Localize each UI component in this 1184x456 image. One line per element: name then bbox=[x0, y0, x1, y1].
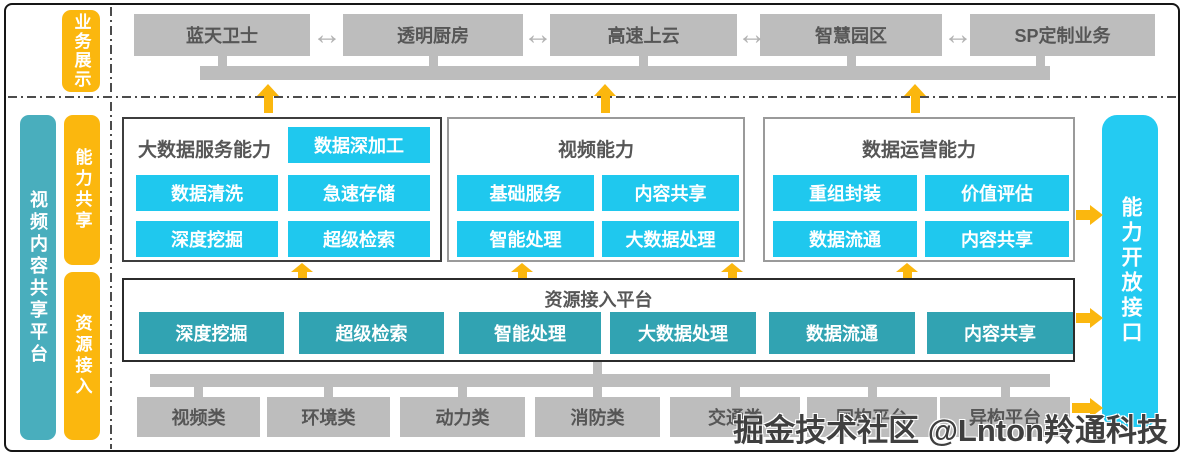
up-arrow bbox=[257, 84, 279, 113]
business-node: 智慧园区 bbox=[760, 14, 942, 56]
capability-cell: 急速存储 bbox=[288, 175, 430, 211]
up-arrow bbox=[896, 263, 918, 278]
resource-node: 交通类 bbox=[670, 397, 800, 437]
connector-stub bbox=[593, 387, 602, 397]
group-title: 数据运营能力 bbox=[861, 140, 976, 161]
rail-capability-open-interface: 能力开放接口 bbox=[1102, 115, 1158, 427]
group-title: 视频能力 bbox=[557, 140, 634, 161]
resource-node: 视频类 bbox=[137, 397, 260, 437]
up-arrow bbox=[291, 263, 313, 278]
connector-stub bbox=[194, 387, 203, 397]
connector-stub bbox=[1036, 56, 1045, 68]
resource-bus-bar bbox=[150, 374, 1050, 387]
capability-cell: 智能处理 bbox=[457, 221, 594, 257]
double-arrow-icon: ↔ bbox=[523, 18, 553, 51]
right-arrow bbox=[1076, 205, 1103, 225]
capability-cell: 数据清洗 bbox=[136, 175, 278, 211]
connector-stub bbox=[593, 362, 602, 374]
rail-resource-access: 资源接入 bbox=[64, 272, 100, 440]
resource-node: 动力类 bbox=[400, 397, 525, 437]
resource-node: 消防类 bbox=[535, 397, 660, 437]
rail-video-content-platform: 视频内容共享平台 bbox=[20, 115, 56, 440]
capability-cell: 数据流通 bbox=[773, 221, 917, 257]
resource-access-platform: 资源接入平台 深度挖掘 超级检索 智能处理 大数据处理 数据流通 内容共享 bbox=[122, 278, 1075, 362]
capability-cell: 大数据处理 bbox=[602, 221, 739, 257]
right-arrow bbox=[1076, 308, 1103, 328]
resource-node: 环境类 bbox=[267, 397, 390, 437]
capability-cell: 超级检索 bbox=[288, 221, 430, 257]
resource-node: 异构平台 bbox=[940, 397, 1070, 437]
platform-cell: 内容共享 bbox=[927, 312, 1073, 354]
outer-frame bbox=[4, 3, 1180, 452]
rail-capability-sharing: 能力共享 bbox=[64, 115, 100, 265]
capability-cell: 基础服务 bbox=[457, 175, 594, 211]
group-title: 大数据服务能力 bbox=[138, 140, 272, 161]
connector-stub bbox=[731, 387, 740, 397]
double-arrow-icon: ↔ bbox=[943, 18, 973, 51]
up-arrow bbox=[721, 263, 743, 278]
business-bus-bar bbox=[200, 66, 1050, 80]
resource-node: 同构平台 bbox=[807, 397, 937, 437]
dashed-divider-horizontal bbox=[8, 96, 1176, 98]
business-node: 透明厨房 bbox=[343, 14, 523, 56]
up-arrow bbox=[904, 84, 926, 113]
capability-cell: 重组封装 bbox=[773, 175, 917, 211]
connector-stub bbox=[458, 387, 467, 397]
capability-cell: 价值评估 bbox=[925, 175, 1069, 211]
connector-stub bbox=[1001, 387, 1010, 397]
business-node: SP定制业务 bbox=[970, 14, 1155, 56]
up-arrow bbox=[594, 84, 616, 113]
platform-cell: 智能处理 bbox=[459, 312, 601, 354]
business-node: 蓝天卫士 bbox=[134, 14, 310, 56]
group-video-capability: 视频能力 基础服务 内容共享 智能处理 大数据处理 bbox=[447, 117, 745, 262]
watermark-text: 掘金技术社区 @Lnton羚通科技 bbox=[733, 413, 1168, 448]
connector-stub bbox=[218, 56, 227, 68]
dashed-divider-vertical bbox=[110, 7, 112, 449]
capability-cell: 深度挖掘 bbox=[136, 221, 278, 257]
platform-cell: 数据流通 bbox=[769, 312, 915, 354]
capability-cell: 数据深加工 bbox=[288, 127, 430, 163]
double-arrow-icon: ↔ bbox=[737, 18, 767, 51]
platform-cell: 深度挖掘 bbox=[139, 312, 284, 354]
connector-stub bbox=[639, 56, 648, 68]
platform-cell: 大数据处理 bbox=[610, 312, 756, 354]
platform-cell: 超级检索 bbox=[299, 312, 444, 354]
connector-stub bbox=[847, 56, 856, 68]
group-data-operation: 数据运营能力 重组封装 价值评估 数据流通 内容共享 bbox=[763, 117, 1075, 262]
capability-cell: 内容共享 bbox=[602, 175, 739, 211]
up-arrow bbox=[511, 263, 533, 278]
business-node: 高速上云 bbox=[550, 14, 737, 56]
platform-title: 资源接入平台 bbox=[544, 290, 653, 310]
group-bigdata-service: 大数据服务能力 数据深加工 数据清洗 急速存储 深度挖掘 超级检索 bbox=[122, 117, 442, 262]
capability-cell: 内容共享 bbox=[925, 221, 1069, 257]
connector-stub bbox=[868, 387, 877, 397]
double-arrow-icon: ↔ bbox=[312, 18, 342, 51]
rail-business-display: 业务展示 bbox=[62, 10, 100, 92]
right-arrow bbox=[1072, 398, 1103, 418]
connector-stub bbox=[429, 56, 438, 68]
connector-stub bbox=[324, 387, 333, 397]
